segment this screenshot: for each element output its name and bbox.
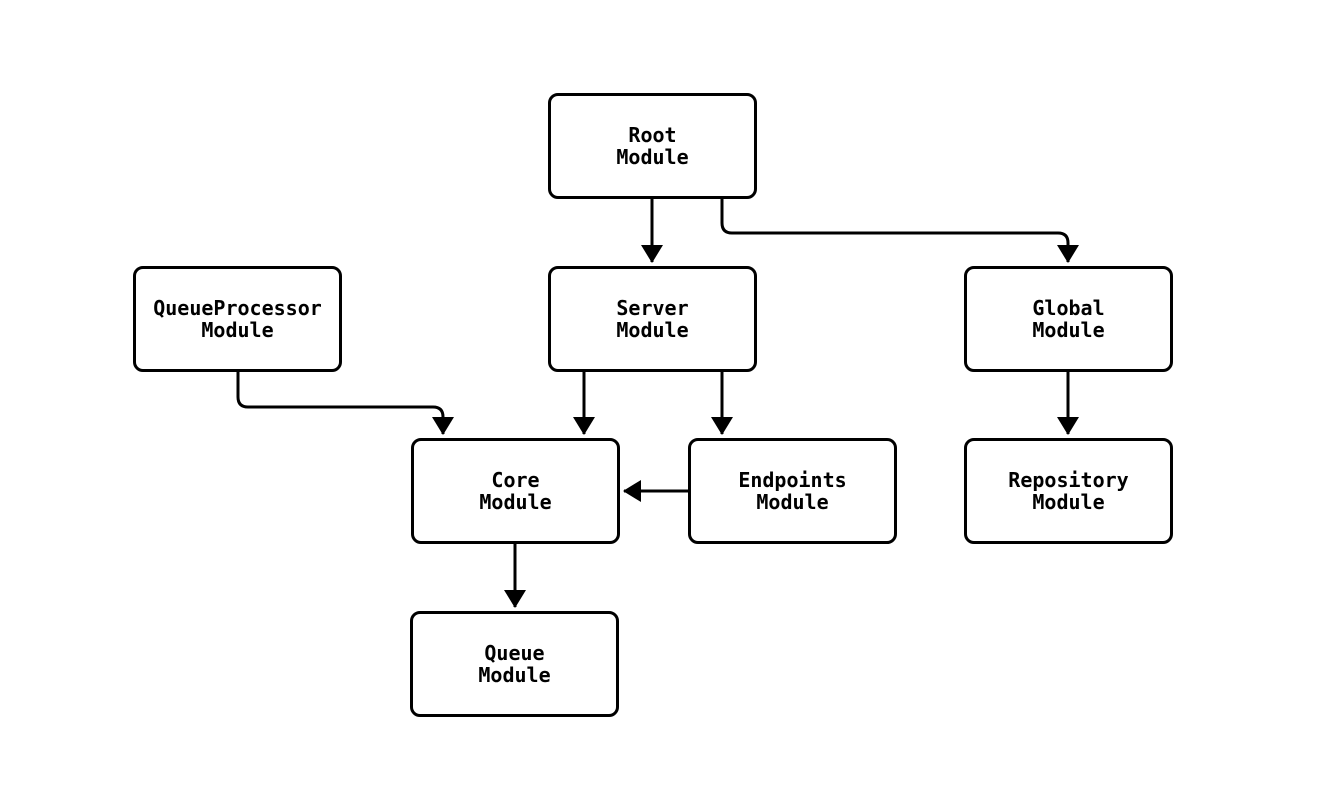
node-root-module: Root Module — [548, 93, 757, 199]
node-global-module-label: Global Module — [1032, 296, 1105, 342]
node-server-module: Server Module — [548, 266, 757, 372]
node-endpoints-module: Endpoints Module — [688, 438, 897, 544]
node-repository-module: Repository Module — [964, 438, 1173, 544]
node-queueprocessor-module: QueueProcessor Module — [133, 266, 342, 372]
node-server-module-label: Server Module — [616, 296, 689, 342]
node-repository-module-label: Repository Module — [1008, 468, 1129, 514]
edge-root-to-global — [720, 199, 1079, 263]
node-queue-module: Queue Module — [410, 611, 619, 717]
edge-queueprocessor-to-core — [236, 372, 454, 435]
node-endpoints-module-label: Endpoints Module — [738, 468, 847, 514]
node-queueprocessor-module-label: QueueProcessor Module — [153, 296, 322, 342]
node-global-module: Global Module — [964, 266, 1173, 372]
node-core-module-label: Core Module — [479, 468, 552, 514]
node-core-module: Core Module — [411, 438, 620, 544]
node-queue-module-label: Queue Module — [478, 641, 551, 687]
node-root-module-label: Root Module — [616, 123, 689, 169]
